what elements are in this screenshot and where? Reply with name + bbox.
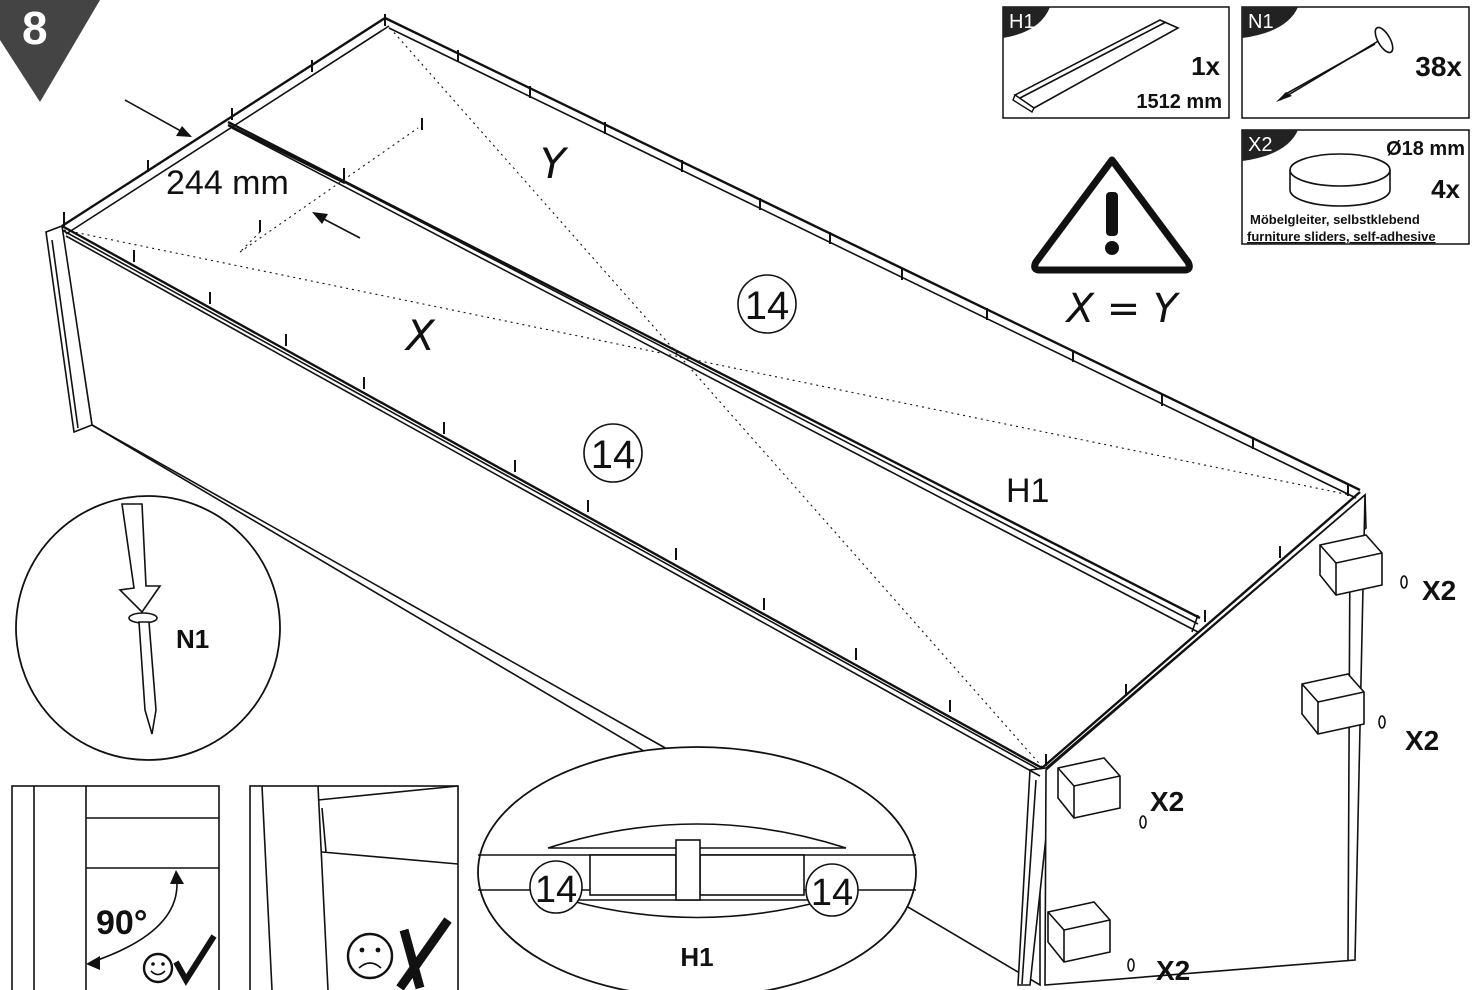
offset-label: 244 mm xyxy=(166,164,289,202)
part-x2-desc-de: Möbelgleiter, selbstklebend xyxy=(1250,212,1420,227)
rail-label: H1 xyxy=(1006,472,1049,510)
slider-blocks xyxy=(1047,534,1408,972)
joint-detail: 14 14 H1 xyxy=(477,746,917,990)
joint-right-number: 14 xyxy=(811,872,853,914)
part-h1-id: H1 xyxy=(1009,11,1035,33)
frown-cross-icon xyxy=(346,917,452,990)
nails xyxy=(63,14,1349,766)
part-x2-desc-en: furniture sliders, self-adhesive xyxy=(1247,229,1436,244)
part-h1-qty: 1x xyxy=(1191,51,1220,81)
slider-label-2: X2 xyxy=(1405,725,1439,756)
part-box-h1: H1 1x 1512 mm xyxy=(1002,6,1230,119)
step-badge: 8 xyxy=(0,0,100,102)
nail-detail-label: N1 xyxy=(176,624,209,654)
panel-back-number: 14 xyxy=(591,433,636,477)
slider-label-3: X2 xyxy=(1150,786,1184,817)
step-number: 8 xyxy=(22,2,48,54)
panel-back-badge: 14 xyxy=(583,423,643,483)
nail-icon xyxy=(1276,26,1394,102)
panel-top-badge: 14 xyxy=(737,274,797,334)
offset-arrows xyxy=(124,99,361,239)
joint-left-number: 14 xyxy=(535,869,577,911)
part-n1-id: N1 xyxy=(1248,11,1274,33)
check-correct-panel: 90° xyxy=(11,785,220,990)
rail-profile-icon xyxy=(1012,19,1180,114)
part-x2-id: X2 xyxy=(1248,134,1272,156)
slider-disc-icon xyxy=(1289,153,1391,207)
smiley-check-icon xyxy=(142,934,217,986)
part-n1-qty: 38x xyxy=(1415,51,1462,82)
warning-rule: X = Y xyxy=(1065,286,1181,332)
warning-triangle-icon xyxy=(1031,156,1193,274)
part-box-n1: N1 38x xyxy=(1241,6,1470,119)
joint-label: H1 xyxy=(680,942,713,972)
check-incorrect-panel xyxy=(249,785,459,990)
part-x2-diameter: Ø18 mm xyxy=(1386,138,1465,160)
part-box-x2: X2 Ø18 mm 4x Möbelgleiter, selbstklebend… xyxy=(1241,129,1470,245)
hammer-arrow-icon xyxy=(118,503,162,614)
panel-top-number: 14 xyxy=(745,284,790,328)
nail-icon xyxy=(138,621,157,735)
part-x2-qty: 4x xyxy=(1431,174,1460,204)
nail-detail: N1 xyxy=(15,495,281,761)
diag-y-label: Y xyxy=(540,139,569,188)
slider-label-4: X2 xyxy=(1156,955,1190,986)
diag-x-label: X xyxy=(404,311,436,360)
slider-label-1: X2 xyxy=(1422,575,1456,606)
check-angle-label: 90° xyxy=(96,904,147,942)
part-h1-length: 1512 mm xyxy=(1136,91,1222,113)
